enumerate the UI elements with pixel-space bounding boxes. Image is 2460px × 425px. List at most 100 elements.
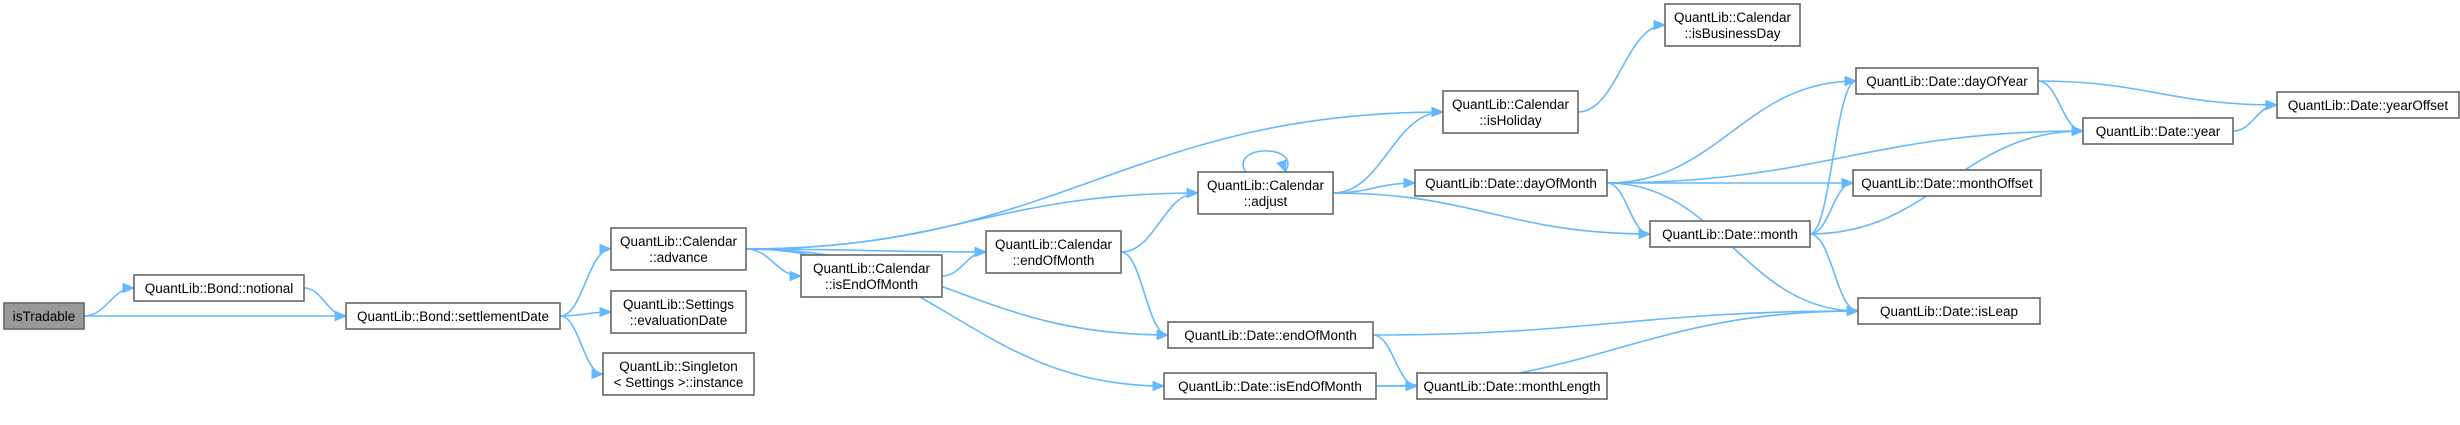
node-date_dayOfYear[interactable]: QuantLib::Date::dayOfYear [1855,67,2039,95]
node-settings_evaluationDate-label-2: ::evaluationDate [630,313,728,328]
edge-date_dayOfYear-to-date_yearOffset [2037,80,2278,106]
edge-date_year-to-date_yearOffset [2232,104,2278,132]
edge-date_dayOfYear-to-date_year [2037,80,2084,132]
edge-calendar_advance-to-date_endOfMonth [745,248,1169,336]
node-date_yearOffset-box [2276,91,2460,119]
node-calendar_advance-label-2: ::advance [649,250,708,265]
edge-calendar_isEndOfMonth-to-calendar_endOfMonth [941,251,987,277]
edge-bond_settlementDate-to-calendar_advance-arrowhead [599,243,613,255]
node-date_endOfMonth[interactable]: QuantLib::Date::endOfMonth [1167,321,1374,349]
node-calendar_isBusinessDay-label-2: ::isBusinessDay [1684,26,1780,41]
edge-date_dayOfMonth-to-date_year [1606,130,2084,184]
edge-bond_settlementDate-to-singleton_instance-arrowhead [591,368,605,380]
edge-calendar_adjust-to-calendar_adjust-arrowhead [1276,159,1287,174]
node-date_year-box [2082,117,2234,145]
node-calendar_isEndOfMonth-label-1: QuantLib::Calendar [813,261,931,276]
node-date_month-box [1649,220,1811,248]
node-singleton_instance-box [602,352,755,396]
edge-calendar_advance-to-calendar_isEndOfMonth-arrowhead [789,270,803,282]
edge-bond_notional-to-bond_settlementDate-arrowhead [334,310,348,322]
node-bond_notional[interactable]: QuantLib::Bond::notional [133,274,305,302]
node-singleton_instance-label-2: < Settings >::instance [614,375,744,390]
node-singleton_instance-label-1: QuantLib::Singleton [619,359,738,374]
node-calendar_adjust[interactable]: QuantLib::Calendar::adjust [1197,171,1334,215]
edge-calendar_adjust-to-date_dayOfMonth-arrowhead [1403,177,1417,189]
node-calendar_isEndOfMonth[interactable]: QuantLib::Calendar::isEndOfMonth [800,254,943,298]
edge-date_month-to-date_dayOfYear-arrowhead [1844,75,1858,87]
edge-date_dayOfMonth-to-date_dayOfYear [1606,80,1857,184]
node-date_dayOfMonth-label-1: QuantLib::Date::dayOfMonth [1425,176,1597,191]
node-date_month-label-1: QuantLib::Date::month [1662,227,1798,242]
node-date_endOfMonth-box [1167,321,1374,349]
node-date_isEndOfMonth[interactable]: QuantLib::Date::isEndOfMonth [1163,372,1377,400]
node-date_month[interactable]: QuantLib::Date::month [1649,220,1811,248]
edge-calendar_isHoliday-to-calendar_isBusinessDay [1577,24,1666,113]
edge-calendar_advance-to-date_isEndOfMonth-arrowhead [1152,380,1166,392]
edge-calendar_isHoliday-to-calendar_isBusinessDay-arrowhead [1653,19,1667,31]
node-bond_notional-box [133,274,305,302]
node-layer: isTradableQuantLib::Bond::notionalQuantL… [3,3,2460,400]
node-date_year[interactable]: QuantLib::Date::year [2082,117,2234,145]
node-date_yearOffset[interactable]: QuantLib::Date::yearOffset [2276,91,2460,119]
edge-date_month-to-date_monthOffset [1809,182,1854,235]
edge-date_year-to-date_yearOffset-arrowhead [2265,99,2279,111]
edge-isTradable-to-bond_notional [83,287,135,317]
edge-calendar_endOfMonth-to-date_endOfMonth [1120,251,1169,336]
node-calendar_adjust-box [1197,171,1334,215]
node-date_monthOffset-box [1852,169,2042,197]
node-date_isEndOfMonth-label-1: QuantLib::Date::isEndOfMonth [1178,379,1362,394]
node-date_isLeap[interactable]: QuantLib::Date::isLeap [1857,297,2041,325]
edge-date_month-to-date_isLeap-arrowhead [1846,305,1860,317]
edge-date_month-to-date_monthOffset-arrowhead [1841,177,1855,189]
node-calendar_endOfMonth-label-1: QuantLib::Calendar [995,237,1113,252]
node-calendar_isHoliday-label-1: QuantLib::Calendar [1452,97,1570,112]
node-settings_evaluationDate-box [610,290,747,334]
node-calendar_isEndOfMonth-label-2: ::isEndOfMonth [825,277,918,292]
node-date_endOfMonth-label-1: QuantLib::Date::endOfMonth [1184,328,1357,343]
node-date_monthLength[interactable]: QuantLib::Date::monthLength [1416,372,1608,400]
edge-bond_settlementDate-to-singleton_instance [559,315,604,375]
node-date_isEndOfMonth-box [1163,372,1377,400]
node-date_monthLength-label-1: QuantLib::Date::monthLength [1423,379,1600,394]
node-calendar_isHoliday[interactable]: QuantLib::Calendar::isHoliday [1442,90,1579,134]
edge-calendar_advance-to-calendar_isHoliday [745,111,1444,250]
node-bond_settlementDate[interactable]: QuantLib::Bond::settlementDate [345,302,561,330]
node-calendar_advance[interactable]: QuantLib::Calendar::advance [610,227,747,271]
edge-layer [83,19,2279,392]
node-bond_settlementDate-label-1: QuantLib::Bond::settlementDate [357,309,549,324]
node-isTradable[interactable]: isTradable [3,302,85,330]
node-date_yearOffset-label-1: QuantLib::Date::yearOffset [2288,98,2449,113]
node-calendar_isBusinessDay-label-1: QuantLib::Calendar [1674,10,1792,25]
node-calendar_isBusinessDay-box [1664,3,1801,47]
node-date_monthOffset[interactable]: QuantLib::Date::monthOffset [1852,169,2042,197]
edge-date_endOfMonth-to-date_isLeap [1372,310,1859,336]
node-calendar_adjust-label-1: QuantLib::Calendar [1207,178,1325,193]
node-settings_evaluationDate-label-1: QuantLib::Settings [623,297,734,312]
edge-calendar_adjust-to-date_month [1332,192,1651,235]
node-date_year-label-1: QuantLib::Date::year [2096,124,2221,139]
node-calendar_endOfMonth[interactable]: QuantLib::Calendar::endOfMonth [985,230,1122,274]
edge-bond_settlementDate-to-calendar_advance [559,248,612,317]
edge-date_dayOfMonth-to-date_month-arrowhead [1638,228,1652,240]
edge-date_month-to-date_isLeap [1809,233,1859,312]
edge-date_dayOfYear-to-date_year-arrowhead [2071,125,2085,137]
node-date_dayOfYear-label-1: QuantLib::Date::dayOfYear [1866,74,2028,89]
node-bond_settlementDate-box [345,302,561,330]
node-date_monthOffset-label-1: QuantLib::Date::monthOffset [1861,176,2033,191]
node-isTradable-label-1: isTradable [13,309,76,324]
node-isTradable-box [3,302,85,330]
edge-calendar_adjust-to-calendar_adjust [1242,150,1289,173]
edge-calendar_adjust-to-calendar_isHoliday-arrowhead [1431,106,1445,118]
node-calendar_endOfMonth-box [985,230,1122,274]
node-calendar_isEndOfMonth-box [800,254,943,298]
node-calendar_isBusinessDay[interactable]: QuantLib::Calendar::isBusinessDay [1664,3,1801,47]
node-singleton_instance[interactable]: QuantLib::Singleton< Settings >::instanc… [602,352,755,396]
node-date_dayOfMonth[interactable]: QuantLib::Date::dayOfMonth [1414,169,1608,197]
edge-date_dayOfMonth-to-date_month [1606,182,1651,235]
node-calendar_isHoliday-box [1442,90,1579,134]
edge-calendar_endOfMonth-to-calendar_adjust [1120,192,1199,253]
edge-calendar_adjust-to-calendar_isHoliday [1332,111,1444,194]
node-settings_evaluationDate[interactable]: QuantLib::Settings::evaluationDate [610,290,747,334]
node-date_isLeap-box [1857,297,2041,325]
